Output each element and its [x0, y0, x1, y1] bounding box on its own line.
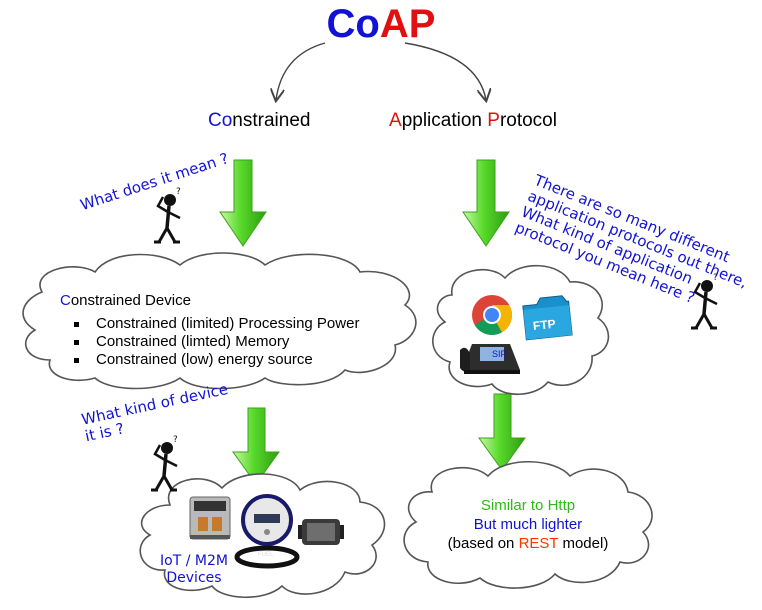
result-cloud	[403, 460, 653, 589]
constrained-device-title: Constrained Device	[60, 292, 191, 309]
sip-phone-icon: SIP	[460, 344, 520, 374]
page-title: CoAP	[326, 2, 436, 46]
result-text: Similar to Http But much lighter (based …	[447, 497, 609, 552]
application-protocol-heading: Application Protocol	[389, 110, 557, 131]
green-down-arrow-4	[478, 393, 526, 471]
title-to-protocol-arrow	[404, 42, 486, 100]
constrained-heading: Constrained	[208, 110, 311, 131]
chrome-icon	[472, 295, 512, 335]
green-down-arrow-3	[232, 407, 280, 485]
ftp-folder-icon: FTP	[522, 295, 573, 341]
fuel-band-icon: FUEL	[234, 545, 300, 569]
protocols-cloud	[432, 264, 610, 395]
title-to-constrained-arrow	[276, 42, 326, 100]
constraint-item: Constrained (limted) Memory	[66, 333, 359, 351]
constraint-item: Constrained (limited) Processing Power	[66, 315, 359, 333]
iot-devices-label: IoT / M2M Devices	[160, 553, 228, 586]
coffee-machine-icon	[189, 496, 231, 540]
constrained-device-cloud	[22, 252, 417, 390]
smart-meter-icon	[241, 494, 293, 546]
fuel-label: FUEL	[258, 552, 274, 558]
green-down-arrow-1	[219, 159, 267, 247]
thinking-person-icon	[152, 185, 183, 244]
smart-watch-icon	[298, 519, 344, 545]
thinking-person-icon-2	[149, 433, 180, 492]
green-down-arrow-2	[462, 159, 510, 247]
constraints-list: Constrained (limited) Processing Power C…	[66, 315, 359, 369]
sip-label: SIP	[492, 349, 507, 359]
constraint-item: Constrained (low) energy source	[66, 351, 359, 369]
ftp-label: FTP	[532, 317, 556, 333]
